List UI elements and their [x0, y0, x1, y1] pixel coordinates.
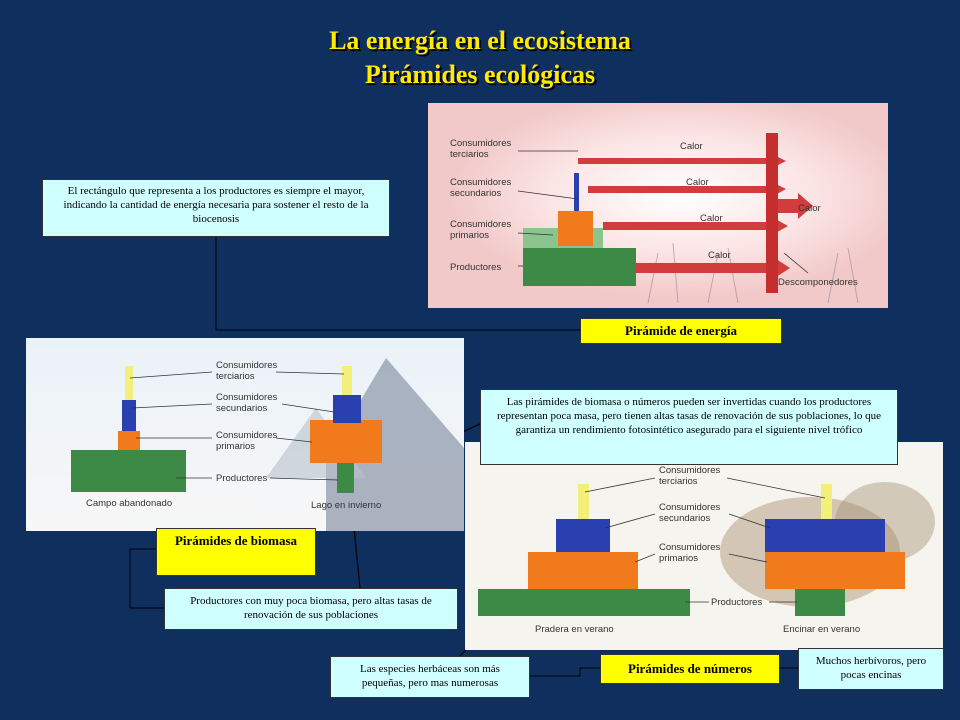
numbers-pyramid-panel: Consumidores terciarios Consumidores sec…: [465, 442, 943, 650]
numbers-label-primarios-2: primarios: [659, 553, 698, 564]
grass-decoration: [647, 242, 859, 304]
energy-productores-block: [523, 248, 636, 286]
lago-secundarios-block: [333, 395, 361, 423]
numbers-label-secundarios-1: Consumidores: [659, 502, 720, 513]
encinar-primarios-block: [765, 552, 905, 589]
numbers-label-encinar: Encinar en verano: [783, 624, 860, 635]
energy-secundarios-block: [558, 211, 593, 246]
descomponedores-arrow: [778, 199, 798, 213]
numbers-label-terciarios-2: terciarios: [659, 476, 698, 487]
pradera-productores-block: [478, 589, 690, 616]
lago-productores-block: [337, 463, 354, 493]
biomass-label-secundarios-1: Consumidores: [216, 392, 277, 403]
caption-biomass-pyramid: Pirámides de biomasa: [156, 528, 316, 576]
numbers-label-terciarios-1: Consumidores: [659, 465, 720, 476]
pradera-primarios-block: [528, 552, 638, 589]
energy-terciarios-block: [574, 173, 579, 211]
energy-label-secundarios-1: Consumidores: [450, 177, 511, 188]
biomass-label-lago: Lago en invierno: [311, 500, 381, 511]
encinar-productores-block: [795, 589, 845, 616]
campo-secundarios-block: [122, 400, 136, 431]
energy-label-primarios-2: primarios: [450, 230, 489, 241]
calor-label-4: Calor: [708, 250, 731, 261]
note-poca-biomasa: Productores con muy poca biomasa, pero a…: [164, 588, 458, 630]
campo-primarios-block: [118, 431, 140, 450]
pradera-terciarios-block: [578, 484, 589, 519]
campo-terciarios-block: [125, 366, 133, 400]
numbers-label-productores: Productores: [711, 597, 762, 608]
pradera-secundarios-block: [556, 519, 610, 552]
biomass-label-campo: Campo abandonado: [86, 498, 172, 509]
energy-label-primarios-1: Consumidores: [450, 219, 511, 230]
descomponedores-bar: [766, 133, 778, 293]
calor-label-2: Calor: [686, 177, 709, 188]
encinar-secundarios-block: [765, 519, 885, 552]
numbers-label-secundarios-2: secundarios: [659, 513, 710, 524]
energy-label-descomponedores: Descomponedores: [778, 277, 858, 288]
energy-label-productores: Productores: [450, 262, 501, 273]
energy-label-secundarios-2: secundarios: [450, 188, 501, 199]
biomass-label-secundarios-2: secundarios: [216, 403, 267, 414]
numbers-label-primarios-1: Consumidores: [659, 542, 720, 553]
numbers-label-pradera: Pradera en verano: [535, 624, 614, 635]
biomass-label-productores: Productores: [216, 473, 267, 484]
energy-label-terciarios-1: Consumidores: [450, 138, 511, 149]
biomass-pyramid-panel: Consumidores terciarios Consumidores sec…: [26, 338, 464, 531]
caption-energy-pyramid: Pirámide de energía: [580, 318, 782, 344]
note-herbaceas: Las especies herbáceas son más pequeñas,…: [330, 656, 530, 698]
energy-pyramid-panel: Consumidores terciarios Consumidores sec…: [428, 103, 888, 308]
page-title: La energía en el ecosistema: [329, 26, 631, 55]
calor-label-5: Calor: [798, 203, 821, 214]
page-subtitle: Pirámides ecológicas: [364, 60, 596, 89]
campo-productores-block: [71, 450, 186, 492]
connector-numbers-note: [530, 667, 600, 677]
lago-primarios-block: [310, 420, 382, 463]
biomass-label-primarios-1: Consumidores: [216, 430, 277, 441]
caption-numbers-pyramid: Pirámides de números: [600, 654, 780, 684]
note-invertidas: Las pirámides de biomasa o números puede…: [480, 389, 898, 465]
lago-terciarios-block: [342, 366, 352, 395]
energy-label-terciarios-2: terciarios: [450, 149, 489, 160]
biomass-label-terciarios-1: Consumidores: [216, 360, 277, 371]
calor-label-3: Calor: [700, 213, 723, 224]
note-herbivoros: Muchos herbívoros, pero pocas encinas: [798, 648, 944, 690]
calor-label-1: Calor: [680, 141, 703, 152]
biomass-label-terciarios-2: terciarios: [216, 371, 255, 382]
encinar-terciarios-block: [821, 484, 832, 519]
note-productores-rect: El rectángulo que representa a los produ…: [42, 179, 390, 237]
biomass-label-primarios-2: primarios: [216, 441, 255, 452]
